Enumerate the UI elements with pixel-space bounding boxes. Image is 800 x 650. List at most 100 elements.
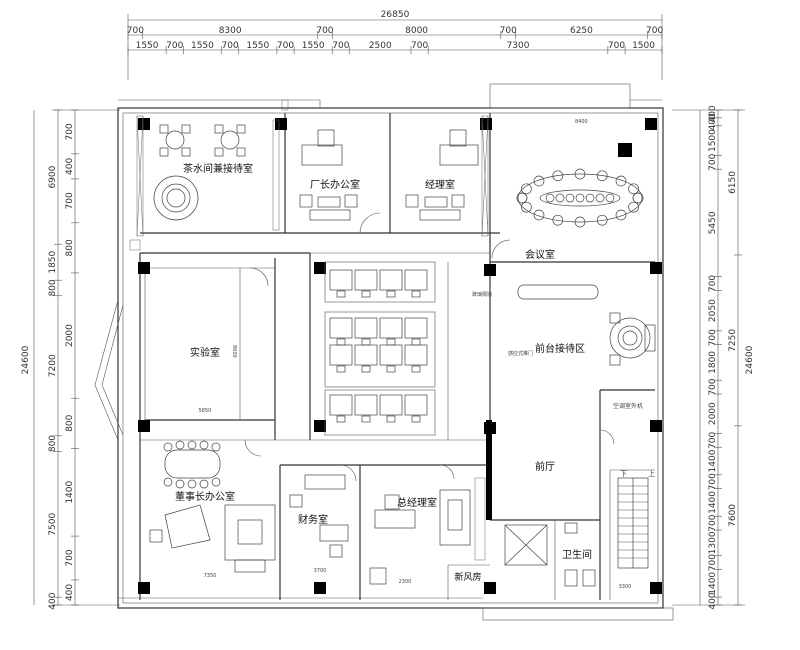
stair-down: 下 (620, 470, 627, 478)
label-finance-room: 财务室 (298, 513, 328, 526)
meeting-chair (615, 209, 627, 221)
top-row2-dim: 1550 (302, 41, 325, 51)
note-lab-width: 5850 (199, 408, 212, 414)
table-decor (565, 193, 575, 203)
top-row2-dim: 700 (277, 41, 294, 51)
label-ac-room: 空调室外机 (613, 402, 643, 410)
workstation (404, 269, 428, 291)
note-glass-partition: 玻璃隔墙 (472, 291, 492, 298)
top-row2-dim: 2500 (369, 41, 392, 51)
meeting-chair (628, 201, 639, 213)
workstations (324, 261, 449, 440)
gm-office-furniture (374, 489, 471, 546)
stair-up: 上 (648, 469, 655, 478)
top-row2-dim: 700 (411, 41, 428, 51)
workstation (379, 344, 403, 366)
column (645, 118, 657, 130)
workstation-chair (386, 338, 396, 346)
top-row2-dim: 1550 (191, 41, 214, 51)
workstation (354, 394, 378, 416)
meeting-chair (521, 201, 532, 213)
column (650, 262, 662, 274)
left-row1-dim: 7500 (48, 513, 58, 536)
column (138, 582, 150, 594)
workstation-chair (411, 365, 421, 373)
workstation (354, 344, 378, 366)
column (650, 420, 662, 432)
label-lab: 实验室 (190, 346, 220, 359)
right-row2-dim: 2000 (708, 402, 718, 425)
workstation-chair (361, 338, 371, 346)
workstation (329, 344, 353, 366)
top-row2-dim: 700 (608, 41, 625, 51)
meeting-chair (628, 183, 639, 195)
label-front-hall: 前厅 (535, 460, 555, 473)
room-labels: 茶水间兼接待室 厂长办公室 经理室 会议室 实验室 前台接待区 前厅 董事长办公… (175, 162, 643, 583)
manager-office-furniture (405, 129, 479, 221)
table-decor (595, 193, 605, 203)
reception-furniture (517, 284, 656, 366)
left-row2-dim: 800 (65, 414, 75, 431)
workstation-chair (386, 365, 396, 373)
column (314, 582, 326, 594)
chairman-office-furniture (149, 440, 276, 573)
column (314, 420, 326, 432)
column (138, 118, 150, 130)
meeting-chair (533, 175, 545, 187)
workstation-chair (361, 290, 371, 298)
label-gm-office: 总经理室 (397, 496, 437, 509)
right-row2-dim: 1800 (708, 351, 718, 374)
workstation (354, 269, 378, 291)
right-row2-dim: 2050 (708, 299, 718, 322)
right-row1-dim: 6150 (728, 171, 738, 194)
meeting-chair (596, 170, 608, 182)
workstation (379, 317, 403, 339)
left-row1-dim: 800 (48, 435, 58, 452)
workstation-chair (386, 290, 396, 298)
workstation (379, 394, 403, 416)
elevator-restroom (504, 522, 596, 587)
note-gm-width: 2300 (399, 579, 412, 585)
workstation (404, 344, 428, 366)
left-row2-dim: 400 (65, 158, 75, 175)
workstation-chair (361, 415, 371, 423)
note-chairman-width: 7350 (204, 573, 217, 579)
table-decor (545, 193, 555, 203)
top-row1-dim: 8300 (219, 26, 242, 36)
label-restroom: 卫生间 (562, 548, 592, 561)
outer-walls (94, 83, 674, 621)
table-decor (575, 193, 585, 203)
meeting-chair (552, 214, 564, 226)
meeting-table (516, 143, 644, 228)
workstation-chair (386, 415, 396, 423)
label-factory-director-office: 厂长办公室 (310, 178, 360, 191)
meeting-chair (574, 216, 586, 228)
top-row2-dim: 1550 (246, 41, 269, 51)
top-row2-dim: 700 (222, 41, 239, 51)
table-decor (605, 193, 615, 203)
left-row2-dim: 700 (65, 192, 75, 209)
doors (244, 212, 615, 482)
workstation (379, 269, 403, 291)
right-row2-dim: 700 (708, 329, 718, 346)
annotations: 玻璃隔墙 感应式推门 8400 8600 5850 7350 3700 2300… (199, 119, 655, 590)
left-row1-dim: 6900 (48, 165, 58, 188)
right-row2-dim: 700 (708, 378, 718, 395)
right-row2-dim: 700 (708, 431, 718, 448)
structural-columns (138, 118, 662, 594)
right-row2-dim: 700 (708, 514, 718, 531)
meeting-chair (516, 192, 528, 204)
right-row2-dim: 1400 (708, 491, 718, 514)
note-restroom-width: 3300 (619, 584, 632, 590)
right-row2-dim: 400 (708, 592, 718, 609)
stairs (617, 477, 649, 569)
note-meeting-width: 8400 (575, 119, 588, 125)
workstation-chair (411, 290, 421, 298)
top-row1-dim: 700 (500, 26, 517, 36)
right-row2-dim: 400 (708, 113, 718, 130)
table-decor (555, 193, 565, 203)
workstation-chair (411, 338, 421, 346)
column (138, 262, 150, 274)
